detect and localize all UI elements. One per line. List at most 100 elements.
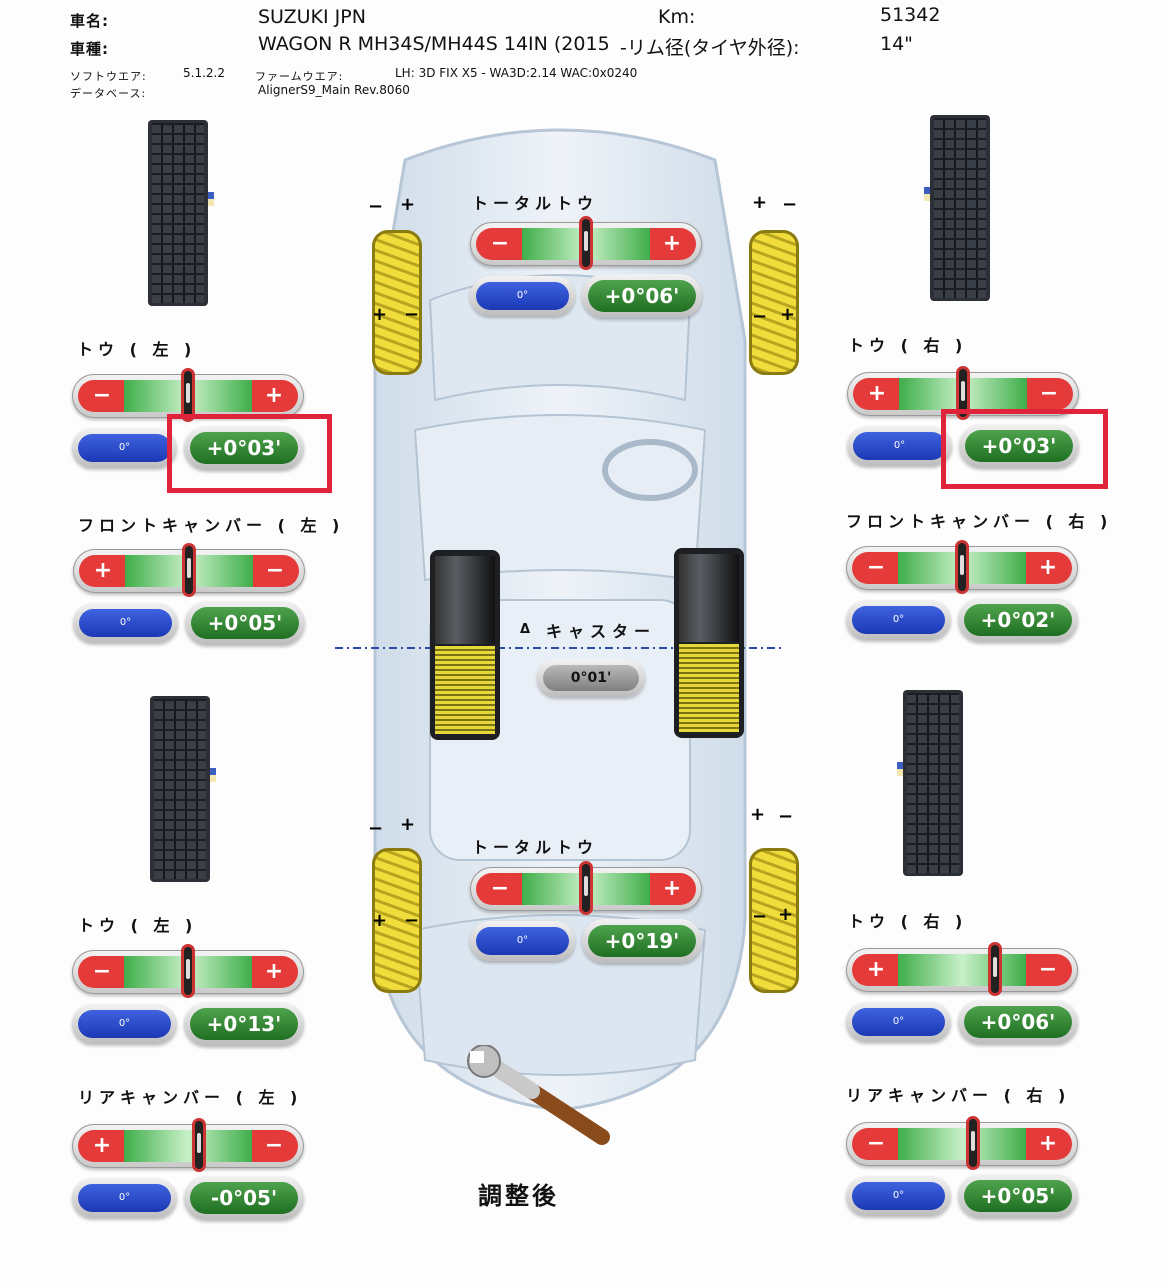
reference-pill: 0° — [72, 428, 177, 468]
wheel-fl-minus-mid: − — [404, 304, 420, 325]
car-name-label: 車名: — [70, 12, 109, 30]
wheel-rr-minus-mid: − — [752, 906, 768, 927]
gauge-left-sign: + — [92, 1133, 112, 1158]
measured-pill: +0°05' — [958, 1174, 1078, 1218]
front-right-camber-title: フロントキャンバー ( 右 ) — [846, 512, 1113, 531]
reference-value: 0° — [78, 1184, 171, 1212]
gauge-bar: +− — [847, 366, 1079, 420]
reference-value: 0° — [853, 432, 946, 460]
tire-icon — [150, 696, 216, 882]
reference-value: 0° — [852, 1008, 945, 1036]
wheel-rl-plus-mid: + — [372, 910, 388, 931]
reference-pill: 0° — [846, 600, 951, 640]
wheel-fl-plus-mid: + — [372, 304, 388, 325]
gauge-bar: −+ — [846, 1116, 1078, 1170]
gauge-bar: −+ — [72, 368, 304, 422]
gauge-left-sign: + — [93, 558, 113, 583]
wheel-fl-plus-top: + — [400, 194, 416, 215]
database-label: データベース: — [70, 87, 147, 100]
rear-right-camber-title: リアキャンバー ( 右 ) — [846, 1086, 1071, 1105]
gauge-left-sign: − — [866, 555, 886, 580]
gauge-right-sign: + — [1038, 1131, 1058, 1156]
km-label: Km: — [658, 6, 696, 28]
front-right-toe-title: トウ ( 右 ) — [848, 336, 968, 355]
gauge-needle — [956, 366, 970, 420]
rear-total-toe-title: トータルトウ — [472, 838, 599, 857]
caster-delta: Δ — [520, 622, 536, 637]
wheel-rear-right — [749, 848, 799, 993]
front-total-toe-gauge: −+0°+0°06' — [470, 216, 702, 324]
caster-value: 0°01' — [543, 665, 639, 691]
gauge-needle — [579, 861, 593, 915]
gauge-bar: −+ — [470, 216, 702, 270]
front-right-camber-gauge: −+0°+0°02' — [846, 540, 1078, 648]
wheel-front-left — [372, 230, 422, 375]
gauge-right-sign: − — [264, 1133, 284, 1158]
front-left-toe-title: トウ ( 左 ) — [77, 340, 197, 359]
reference-value: 0° — [852, 606, 945, 634]
gauge-needle — [192, 1118, 206, 1172]
measured-pill: +0°03' — [959, 424, 1079, 468]
gauge-needle — [181, 368, 195, 422]
gauge-needle — [988, 942, 1002, 996]
gauge-left-sign: − — [92, 383, 112, 408]
gauge-needle — [966, 1116, 980, 1170]
gauge-left-sign: − — [92, 959, 112, 984]
rear-left-toe-gauge: −+0°+0°13' — [72, 944, 304, 1052]
reference-value: 0° — [476, 927, 569, 955]
wheel-fr-minus-top: − — [782, 194, 798, 215]
gauge-bar: +− — [72, 1118, 304, 1172]
wheel-fr-minus-mid: − — [752, 306, 768, 327]
rear-right-camber-gauge: −+0°+0°05' — [846, 1116, 1078, 1224]
tire-icon — [148, 120, 214, 306]
rear-left-toe-title: トウ ( 左 ) — [78, 916, 198, 935]
gauge-left-sign: + — [866, 957, 886, 982]
rim-value: 14" — [880, 33, 913, 55]
measured-value: +0°06' — [964, 1006, 1072, 1038]
tire-icon — [924, 115, 990, 301]
measured-pill: +0°19' — [582, 919, 702, 963]
reference-pill: 0° — [847, 426, 952, 466]
reference-pill: 0° — [846, 1002, 951, 1042]
km-value: 51342 — [880, 4, 941, 26]
measured-value: +0°03' — [190, 432, 298, 464]
gauge-right-sign: + — [1038, 555, 1058, 580]
gauge-left-sign: − — [866, 1131, 886, 1156]
rear-right-toe-gauge: +− 0° +0°06' — [846, 942, 1078, 1050]
gauge-right-sign: + — [264, 383, 284, 408]
gauge-right-sign: − — [265, 558, 285, 583]
model-label: 車種: — [70, 40, 109, 58]
measured-value: +0°06' — [588, 280, 696, 312]
measured-value: +0°02' — [964, 604, 1072, 636]
gauge-left-sign: − — [490, 876, 510, 901]
front-left-toe-gauge: −+0°+0°03' — [72, 368, 304, 476]
wheel-rl-plus-top: + — [400, 814, 416, 835]
rear-left-camber-title: リアキャンバー ( 左 ) — [78, 1088, 303, 1107]
gauge-bar: −+ — [846, 540, 1078, 594]
wheel-rr-minus-top: − — [778, 806, 794, 827]
gauge-right-sign: + — [662, 876, 682, 901]
reference-value: 0° — [852, 1182, 945, 1210]
wheel-rr-plus-mid: + — [778, 904, 794, 925]
wheel-rr-plus-top: + — [750, 804, 766, 825]
wheel-fr-plus-mid: + — [780, 304, 796, 325]
firmware-value: LH: 3D FIX X5 - WA3D:2.14 WAC:0x0240 — [395, 66, 638, 80]
reference-pill: 0° — [73, 603, 178, 643]
rear-right-toe-title: トウ ( 右 ) — [848, 912, 968, 931]
measured-pill: +0°05' — [185, 601, 305, 645]
measured-pill: +0°02' — [958, 598, 1078, 642]
rim-label: -リム径(タイヤ外径): — [620, 37, 800, 59]
gauge-right-sign: + — [264, 959, 284, 984]
adjusted-status: 調整後 — [478, 1182, 559, 1210]
gauge-bar: +− — [846, 942, 1078, 996]
software-label: ソフトウエア: — [70, 70, 147, 83]
measured-value: +0°19' — [588, 925, 696, 957]
gauge-needle — [181, 944, 195, 998]
measured-value: -0°05' — [190, 1182, 298, 1214]
measured-pill: +0°13' — [184, 1002, 304, 1046]
gauge-needle — [955, 540, 969, 594]
front-left-camber-title: フロントキャンバー ( 左 ) — [78, 516, 345, 535]
gauge-right-sign: − — [1039, 381, 1059, 406]
measured-pill: +0°03' — [184, 426, 304, 470]
gauge-left-sign: + — [867, 381, 887, 406]
